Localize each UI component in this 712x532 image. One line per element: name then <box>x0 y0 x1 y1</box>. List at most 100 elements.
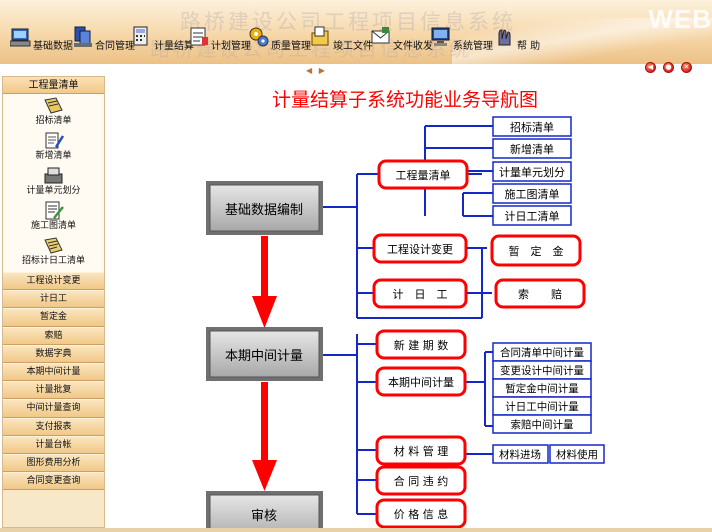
stage-box-review[interactable]: 审核 <box>206 491 323 528</box>
down-arrow-icon <box>252 296 277 328</box>
sidebar-item-provisional-sum[interactable]: 暂定金 <box>3 308 104 327</box>
sidebar-item-metering-approval[interactable]: 计量批复 <box>3 381 104 400</box>
list-item-label: 变更设计中间计量 <box>500 364 584 377</box>
stage-box-basic-data[interactable]: 基础数据编制 <box>206 181 323 235</box>
node-price-info[interactable]: 价 格 信 息 <box>375 498 467 528</box>
node-label: 新 建 期 数 <box>394 338 449 352</box>
sidebar-item-design-change[interactable]: 工程设计变更 <box>3 272 104 291</box>
sidebar-item-dayworks-list[interactable]: 招标计日工清单 <box>3 236 104 271</box>
toolbar-label: 竣工文件 <box>333 40 373 52</box>
node-material-management[interactable]: 材 料 管 理 <box>375 435 467 466</box>
collapse-arrows-icon[interactable]: ◀ ▶ <box>306 66 327 75</box>
list-item-label: 新增清单 <box>510 142 554 156</box>
new-list-icon <box>45 132 64 149</box>
list-item-provisional-metering[interactable]: 暂定金中间计量 <box>492 378 592 398</box>
node-label: 工程设计变更 <box>387 242 453 256</box>
sidebar-item-metering-query[interactable]: 中间计量查询 <box>3 399 104 418</box>
list-item-bid-list[interactable]: 招标清单 <box>492 116 572 137</box>
sidebar-menu: 工程设计变更 计日工 暂定金 索赔 数据字典 本期中间计量 计量批复 中间计量查… <box>3 272 104 491</box>
stage-box-current-metering[interactable]: 本期中间计量 <box>206 327 323 381</box>
node-bill-of-quantities[interactable]: 工程量清单 <box>377 159 469 190</box>
sidebar-icon-label: 招标计日工清单 <box>21 256 85 266</box>
toolbar-label: 基础数据 <box>33 40 73 52</box>
sidebar-item-claims[interactable]: 索赔 <box>3 326 104 345</box>
mail-icon <box>371 27 390 44</box>
node-dayworks[interactable]: 计 日 工 <box>372 278 468 309</box>
toolbar-label: 文件收发 <box>393 40 433 52</box>
back-icon[interactable]: ◀ <box>645 62 656 73</box>
toolbar-label: 质量管理 <box>271 40 311 52</box>
node-current-metering[interactable]: 本期中间计量 <box>375 366 467 397</box>
sidebar-item-cost-analysis[interactable]: 图形费用分析 <box>3 453 104 473</box>
brand-logo: WEB <box>648 4 712 34</box>
sidebar-item-bid-list[interactable]: 招标清单 <box>3 96 104 131</box>
toolbar-button-metering[interactable]: 计量结算 <box>131 22 194 52</box>
toolbar-label: 帮 助 <box>517 40 541 52</box>
node-label: 价 格 信 息 <box>394 507 449 521</box>
sidebar-icon-label: 施工图清单 <box>30 221 76 231</box>
list-item-new-list[interactable]: 新增清单 <box>492 138 572 159</box>
node-design-change[interactable]: 工程设计变更 <box>372 233 468 264</box>
sidebar-item-unit-division[interactable]: 计量单元划分 <box>3 166 104 201</box>
node-contract-breach[interactable]: 合 同 违 约 <box>375 465 467 496</box>
toolbar-button-system[interactable]: 系统管理 <box>430 22 493 52</box>
bottom-border <box>0 528 712 532</box>
node-provisional-sum[interactable]: 暂 定 金 <box>490 234 582 267</box>
sidebar-item-drawing-list[interactable]: 施工图清单 <box>3 201 104 236</box>
list-item-material-use[interactable]: 材料使用 <box>549 444 605 464</box>
sidebar-item-data-dictionary[interactable]: 数据字典 <box>3 344 104 363</box>
window-controls: ◀ ● ✕ <box>645 62 692 73</box>
toolbar-button-contract[interactable]: 合同管理 <box>72 22 135 52</box>
node-label: 工程量清单 <box>396 169 451 182</box>
list-item-label: 索赔中间计量 <box>511 418 574 431</box>
toolbar-button-basic-data[interactable]: 基础数据 <box>10 22 73 52</box>
list-item-unit-division[interactable]: 计量单元划分 <box>492 161 572 182</box>
list-item-label: 计量单元划分 <box>499 166 565 179</box>
dayworks-list-icon <box>43 237 63 254</box>
sidebar-item-dayworks[interactable]: 计日工 <box>3 290 104 309</box>
list-item-material-entry[interactable]: 材料进场 <box>492 444 549 464</box>
sidebar-item-metering-ledger[interactable]: 计量台帐 <box>3 435 104 454</box>
list-item-claims-metering[interactable]: 索赔中间计量 <box>492 414 592 434</box>
list-item-label: 材料使用 <box>556 448 598 461</box>
list-item-drawing-list[interactable]: 施工图清单 <box>492 183 572 204</box>
refresh-icon[interactable]: ● <box>663 62 674 73</box>
sidebar-header[interactable]: 工程量清单 <box>3 77 104 94</box>
list-item-label: 招标清单 <box>510 120 554 134</box>
unit-division-icon <box>44 167 62 184</box>
sidebar-item-payment-report[interactable]: 支付报表 <box>3 417 104 436</box>
list-item-label: 计日工中间计量 <box>505 400 579 413</box>
toolbar-button-completion-files[interactable]: 竣工文件 <box>310 22 373 52</box>
close-icon[interactable]: ✕ <box>681 62 692 73</box>
list-item-contract-metering[interactable]: 合同清单中间计量 <box>492 342 592 362</box>
list-item-change-metering[interactable]: 变更设计中间计量 <box>492 360 592 380</box>
documents-icon <box>74 26 92 47</box>
node-new-period[interactable]: 新 建 期 数 <box>375 329 467 360</box>
main-panel: 计量结算子系统功能业务导航图 <box>107 76 703 528</box>
gears-icon <box>249 27 269 47</box>
sidebar-item-current-metering[interactable]: 本期中间计量 <box>3 362 104 382</box>
toolbar-button-plan[interactable]: 计划管理 <box>188 22 251 52</box>
toolbar-button-file-transfer[interactable]: 文件收发 <box>370 22 433 52</box>
sidebar-item-new-list[interactable]: 新增清单 <box>3 131 104 166</box>
sidebar-icon-list: 招标清单 新增清单 计量单元划分 施工图清单 <box>3 94 104 272</box>
help-icon <box>498 29 511 46</box>
stage-label: 基础数据编制 <box>225 203 303 218</box>
monitor-icon <box>431 27 450 46</box>
node-claims[interactable]: 索 赔 <box>494 278 586 309</box>
toolbar-button-quality[interactable]: 质量管理 <box>248 22 311 52</box>
list-item-label: 施工图清单 <box>505 188 560 201</box>
stage-label: 本期中间计量 <box>225 349 303 364</box>
toolbar-button-help[interactable]: 帮 助 <box>494 22 540 52</box>
down-arrow-icon <box>252 460 277 491</box>
list-item-dayworks-list[interactable]: 计日工清单 <box>492 205 572 226</box>
sidebar-icon-label: 计量单元划分 <box>26 186 81 196</box>
calculator-icon <box>133 26 148 46</box>
list-item-dayworks-metering[interactable]: 计日工中间计量 <box>492 396 592 416</box>
sidebar-item-contract-change-query[interactable]: 合同变更查询 <box>3 472 104 491</box>
node-label: 材 料 管 理 <box>394 444 449 458</box>
computer-icon <box>10 28 31 47</box>
node-label: 本期中间计量 <box>388 375 454 389</box>
node-label: 索 赔 <box>518 287 562 301</box>
toolbar-label: 计划管理 <box>211 40 251 52</box>
